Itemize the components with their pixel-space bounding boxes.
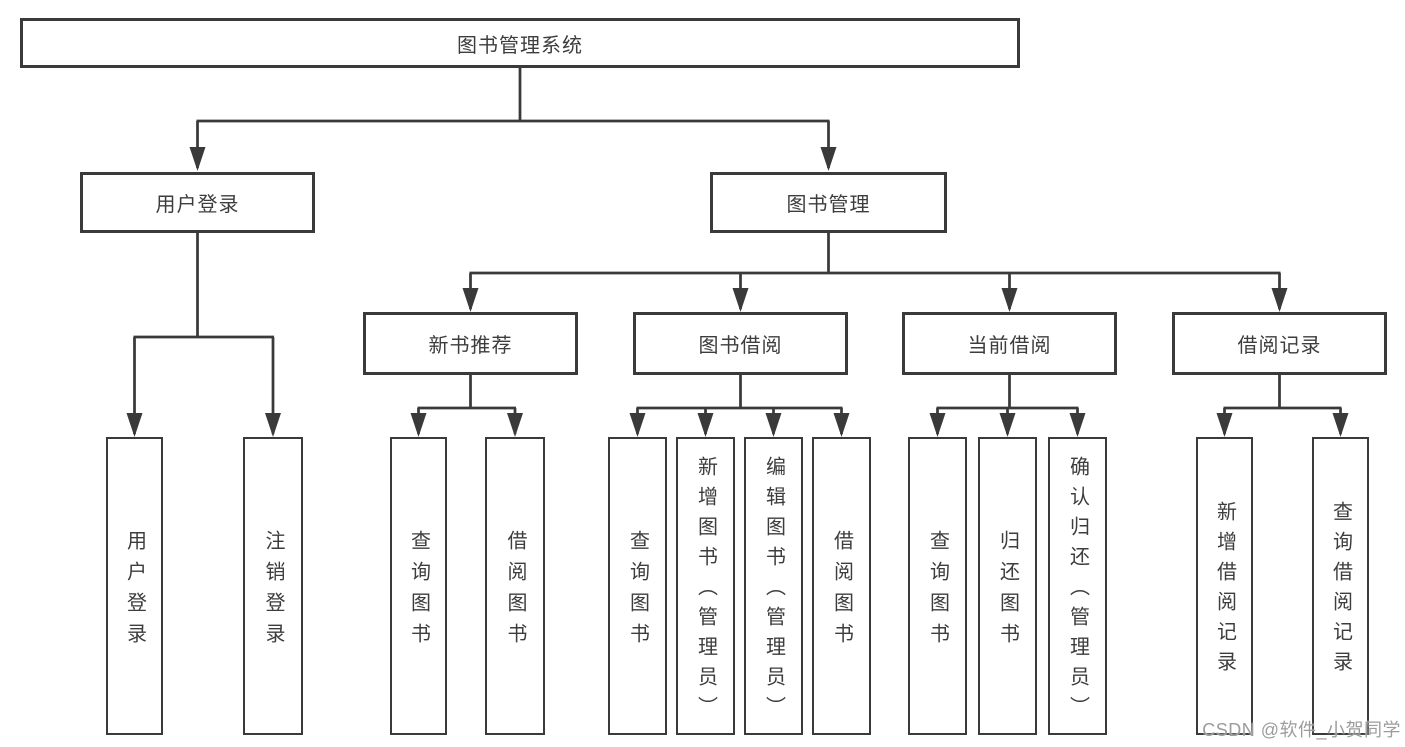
leaf-return-book: 归还图书 <box>978 437 1037 735</box>
leaf-label: 借阅图书 <box>830 529 853 654</box>
leaf-edit-book-admin: 编辑图书（管理员） <box>744 437 803 735</box>
node-book-management: 图书管理 <box>710 172 947 233</box>
node-label: 借阅记录 <box>1237 335 1322 357</box>
node-root-system: 图书管理系统 <box>20 18 1020 68</box>
leaf-label: 新增图书（管理员） <box>694 456 717 726</box>
leaf-label: 确认归还（管理员） <box>1066 456 1089 726</box>
leaf-query-borrow-record: 查询借阅记录 <box>1312 437 1369 735</box>
node-current-borrow: 当前借阅 <box>902 312 1117 375</box>
leaf-borrow-book-1: 借阅图书 <box>485 437 545 735</box>
leaf-add-borrow-record: 新增借阅记录 <box>1196 437 1253 735</box>
leaf-logout: 注销登录 <box>243 437 303 735</box>
leaf-add-book-admin: 新增图书（管理员） <box>676 437 735 735</box>
node-label: 用户登录 <box>155 194 240 216</box>
node-label: 当前借阅 <box>967 335 1052 357</box>
leaf-label: 注销登录 <box>262 529 284 654</box>
leaf-query-book-2: 查询图书 <box>608 437 667 735</box>
node-borrow-records: 借阅记录 <box>1172 312 1387 375</box>
node-label: 新书推荐 <box>428 335 513 357</box>
node-label: 图书管理 <box>786 194 871 216</box>
leaf-label: 查询借阅记录 <box>1329 501 1352 681</box>
leaf-label: 归还图书 <box>996 529 1019 654</box>
csdn-watermark: CSDN @软件_小贺同学 <box>1202 720 1401 740</box>
node-user-login: 用户登录 <box>80 172 315 233</box>
leaf-label: 用户登录 <box>123 529 146 654</box>
leaf-label: 新增借阅记录 <box>1213 501 1236 681</box>
node-new-book-recommend: 新书推荐 <box>363 312 578 375</box>
leaf-query-book-3: 查询图书 <box>908 437 967 735</box>
node-label: 图书借阅 <box>698 335 783 357</box>
leaf-label: 查询图书 <box>407 529 430 654</box>
leaf-label: 查询图书 <box>926 529 949 654</box>
leaf-borrow-book-2: 借阅图书 <box>812 437 871 735</box>
leaf-label: 借阅图书 <box>504 529 526 654</box>
node-root-label: 图书管理系统 <box>457 34 583 57</box>
node-book-borrow: 图书借阅 <box>633 312 848 375</box>
leaf-user-login: 用户登录 <box>106 437 163 735</box>
leaf-label: 查询图书 <box>626 529 649 654</box>
leaf-confirm-return-admin: 确认归还（管理员） <box>1048 437 1107 735</box>
leaf-label: 编辑图书（管理员） <box>762 456 785 726</box>
leaf-query-book-1: 查询图书 <box>390 437 447 735</box>
